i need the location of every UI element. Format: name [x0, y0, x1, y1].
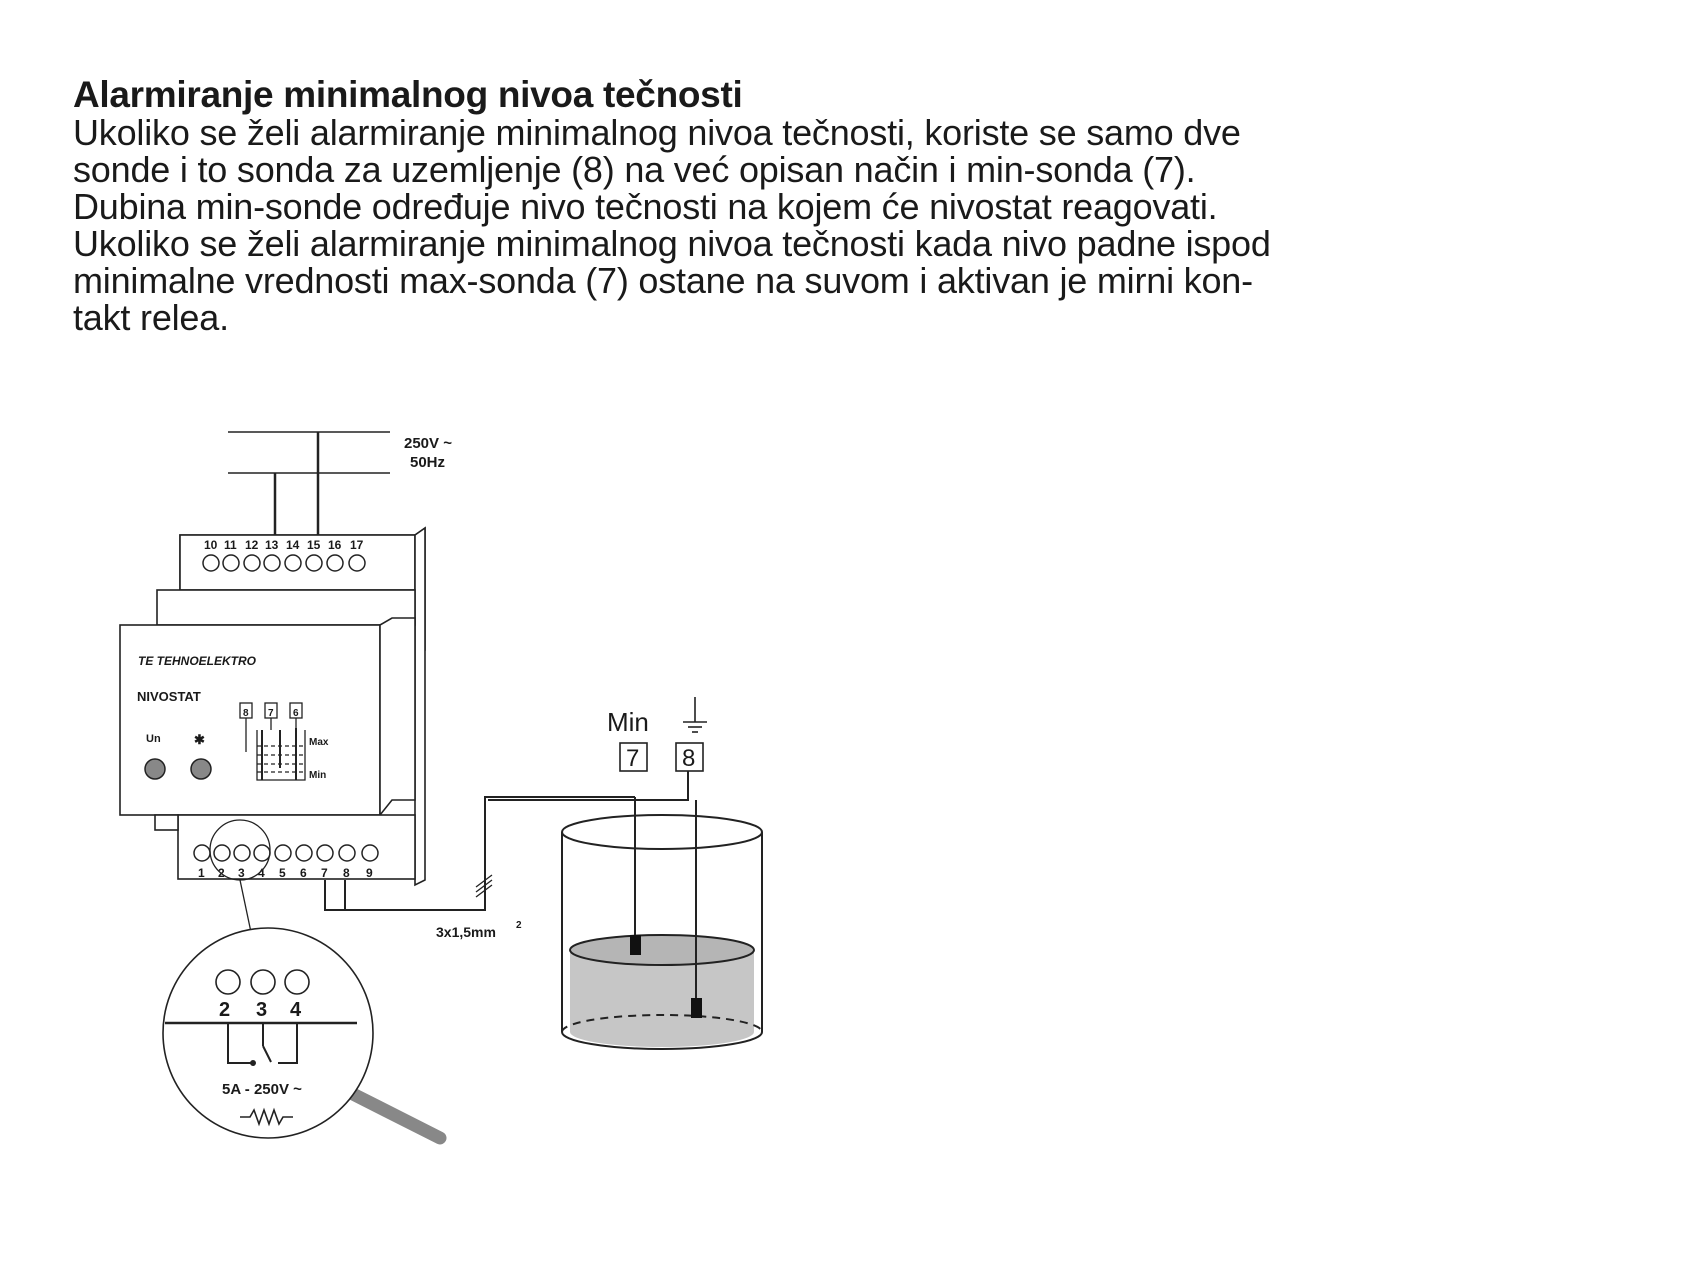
probe-box-8-label: 8 — [682, 745, 695, 772]
device-name: NIVOSTAT — [137, 689, 201, 704]
text-block: Alarmiranje minimalnog nivoa tečnosti Uk… — [73, 74, 1363, 338]
magnifier-terminal-label: 2 — [219, 999, 230, 1021]
min-probe-tip-icon — [630, 935, 641, 955]
paragraph-line-5: minimalne vrednosti max-sonda (7) ostane… — [73, 260, 1253, 301]
terminal-screw — [284, 969, 310, 995]
terminal-screw — [253, 844, 271, 862]
terminal-screw — [215, 969, 241, 995]
paragraph-line-4: Ukoliko se želi alarmiranje minimalnog n… — [73, 223, 1271, 264]
bottom-terminal-label: 3 — [238, 866, 245, 880]
cable-spec-label: 3x1,5mm — [436, 924, 496, 940]
mini-probe-label: 7 — [268, 708, 274, 719]
top-terminal-label: 11 — [224, 538, 237, 552]
terminal-screw — [222, 554, 240, 572]
top-terminal-label: 16 — [328, 538, 342, 552]
terminal-screw — [193, 844, 211, 862]
terminal-screw — [295, 844, 313, 862]
led-un-label: Un — [146, 733, 161, 745]
magnifier-terminal-label: 4 — [290, 999, 302, 1021]
terminal-screw — [250, 969, 276, 995]
relay-led-icon — [190, 758, 212, 780]
bottom-terminal-label: 1 — [198, 866, 205, 880]
paragraph-line-3: Dubina min-sonde određuje nivo tečnosti … — [73, 186, 1218, 227]
top-terminal-label: 15 — [307, 538, 321, 552]
top-terminal-block: 10 11 12 13 14 15 16 17 — [202, 538, 366, 572]
probe-min-label: Min — [607, 707, 649, 737]
ground-probe-tip-icon — [691, 998, 702, 1018]
paragraph-line-6: takt relea. — [73, 297, 229, 338]
terminal-screw — [326, 554, 344, 572]
relay-rating-label: 5A - 250V ~ — [222, 1081, 302, 1098]
top-terminal-label: 12 — [245, 538, 259, 552]
top-terminal-label: 14 — [286, 538, 300, 552]
top-terminal-label: 10 — [204, 538, 218, 552]
section-heading: Alarmiranje minimalnog nivoa tečnosti — [73, 74, 743, 115]
cable-spec-superscript: 2 — [516, 920, 522, 931]
terminal-screw — [348, 554, 366, 572]
terminal-screw — [361, 844, 379, 862]
supply-frequency-label: 50Hz — [410, 454, 445, 471]
top-terminal-label: 13 — [265, 538, 279, 552]
terminal-screw — [233, 844, 251, 862]
bottom-terminal-label: 4 — [258, 866, 265, 880]
terminal-screw — [202, 554, 220, 572]
power-led-icon — [144, 758, 166, 780]
probe-box-7 — [619, 742, 648, 772]
terminal-screw — [274, 844, 292, 862]
mini-probe-label: 8 — [243, 708, 249, 719]
terminal-screw — [213, 844, 231, 862]
bottom-terminal-label: 8 — [343, 866, 350, 880]
bottom-terminal-label: 5 — [279, 866, 286, 880]
ground-icon — [683, 697, 707, 733]
paragraph-line-2: sonde i to sonda za uzemljenje (8) na ve… — [73, 149, 1196, 190]
mini-tank-schematic — [239, 702, 306, 781]
relay-magnifier: 2 3 4 5A - 250V ~ — [162, 879, 447, 1145]
bottom-terminal-block: 1 2 3 4 5 6 7 8 9 — [193, 819, 379, 881]
resistive-load-icon — [240, 1107, 293, 1127]
magnifier-handle-icon — [338, 1083, 447, 1145]
terminal-screw — [263, 554, 281, 572]
liquid-tank — [561, 797, 763, 1050]
front-panel: TE TEHNOELEKTRO NIVOSTAT Un ✱ 8 7 6 Max … — [137, 654, 329, 781]
relay-contact-icon — [227, 1023, 298, 1066]
terminal-screw — [338, 844, 356, 862]
nivostat-housing — [119, 526, 426, 887]
probe-box-7-label: 7 — [626, 745, 639, 772]
mini-max-label: Max — [309, 737, 329, 748]
magnifier-terminal-label: 3 — [256, 999, 267, 1021]
supply-voltage-label: 250V ~ — [404, 435, 452, 452]
terminal-screw — [316, 844, 334, 862]
terminal-screw — [284, 554, 302, 572]
bottom-terminal-label: 7 — [321, 866, 328, 880]
probe-box-8 — [675, 742, 704, 772]
terminal-screw — [305, 554, 323, 572]
led-relay-label: ✱ — [194, 732, 205, 747]
mini-min-label: Min — [309, 770, 326, 781]
top-terminal-label: 17 — [350, 538, 364, 552]
paragraph-line-1: Ukoliko se želi alarmiranje minimalnog n… — [73, 112, 1241, 153]
brand-logo: TE TEHNOELEKTRO — [138, 654, 257, 668]
mini-probe-label: 6 — [293, 708, 299, 719]
terminal-screw — [243, 554, 261, 572]
bottom-terminal-label: 9 — [366, 866, 373, 880]
supply-lines — [228, 431, 390, 535]
bottom-terminal-label: 6 — [300, 866, 307, 880]
